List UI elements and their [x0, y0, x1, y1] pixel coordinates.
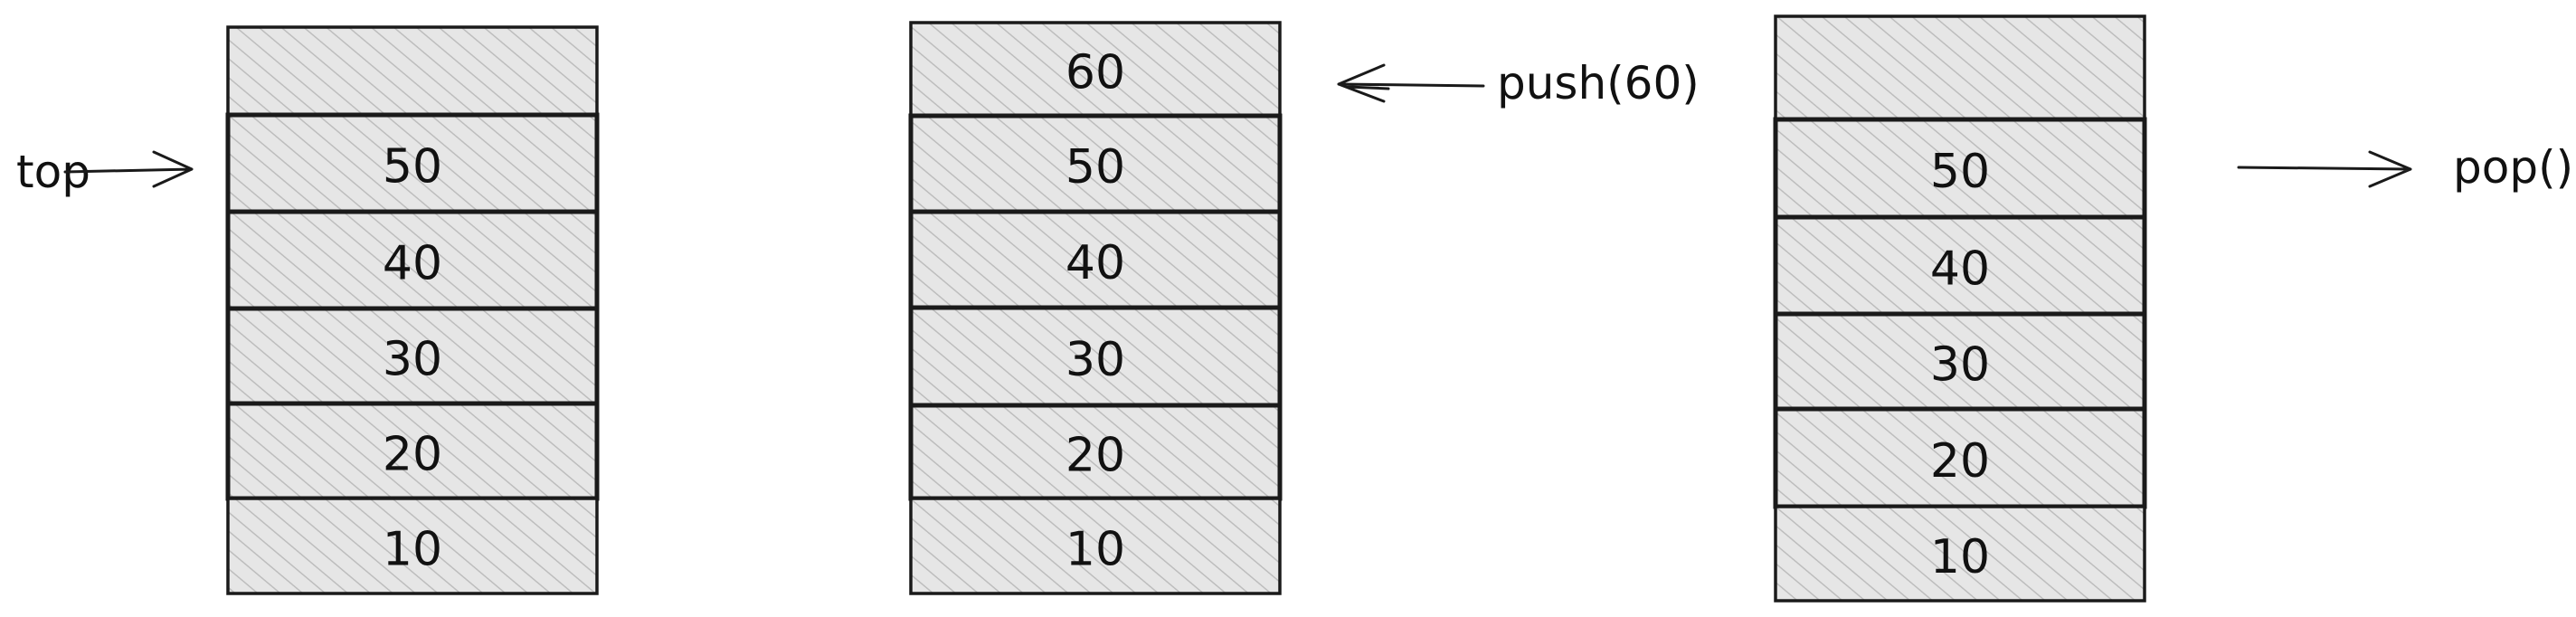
pop-operation: pop()	[2237, 141, 2573, 194]
stack-3-cell-3: 40	[1773, 214, 2147, 317]
pop-label: pop()	[2453, 141, 2573, 194]
stack-cell-box	[1774, 505, 2146, 603]
stack-cell-box	[225, 112, 600, 214]
stack-cell-box	[226, 25, 599, 117]
stack-cell-box	[909, 21, 1282, 118]
push-label: push(60)	[1497, 57, 1700, 109]
top-arrow-icon	[63, 150, 194, 188]
stack-cell-value: 30	[383, 333, 442, 387]
stack-cell-value: 20	[1930, 434, 1990, 489]
pop-arrow-icon	[2237, 150, 2412, 188]
stack-1-cell-6: 10	[226, 497, 599, 595]
stack-cell-value: 30	[1930, 338, 1990, 393]
stack-cell-value: 60	[1065, 46, 1125, 100]
push-operation: push(60)	[1337, 57, 1700, 109]
stack-cell-value: 10	[1930, 530, 1990, 584]
stack-cell-value: 40	[1930, 242, 1990, 297]
stack-1-cell-4: 30	[225, 306, 600, 406]
stack-cell-value: 50	[1065, 140, 1125, 195]
stack-cell-box	[226, 497, 599, 595]
stack-1-cell-2: 50	[225, 112, 600, 214]
stack-cell-box	[1773, 311, 2147, 412]
stack-2-cell-5: 20	[908, 403, 1283, 501]
stack-after-pop: 50 40 30 20 10	[1773, 14, 2147, 603]
push-arrow-icon	[1337, 63, 1485, 103]
stack-cell-box	[909, 497, 1282, 595]
stack-cell-value: 50	[383, 140, 442, 195]
stack-cell-value: 10	[383, 523, 442, 577]
stack-cell-value: 40	[383, 237, 442, 291]
stack-3-cell-5: 20	[1773, 406, 2147, 509]
stack-cell-value: 40	[1065, 236, 1125, 290]
stack-1-cell-5: 20	[225, 401, 600, 501]
stack-2-cell-2: 50	[908, 113, 1283, 214]
stack-cell-box	[1774, 14, 2146, 121]
stack-3-cell-2: 50	[1773, 117, 2147, 220]
stack-3-cell-6: 10	[1774, 505, 2146, 603]
stack-2-cell-6: 10	[909, 497, 1282, 595]
stack-cell-value: 20	[383, 428, 442, 482]
stack-1-cell-1	[226, 25, 599, 117]
stack-3-cell-1	[1774, 14, 2146, 121]
stack-cell-box	[908, 209, 1283, 310]
stack-cell-box	[1773, 117, 2147, 220]
stack-1-cell-3: 40	[225, 209, 600, 311]
stack-cell-value: 10	[1065, 523, 1125, 577]
stack-cell-box	[908, 403, 1283, 501]
stack-cell-value: 30	[1065, 333, 1125, 387]
top-pointer: top	[16, 146, 194, 198]
stack-cell-box	[225, 209, 600, 311]
stack-3-cell-4: 30	[1773, 311, 2147, 412]
stack-2-cell-4: 30	[908, 305, 1283, 408]
stack-cell-value: 50	[1930, 145, 1990, 199]
stack-before: 50 40 30 20 10	[225, 25, 600, 595]
stack-after-push: 60 50 40 30 20 10	[908, 21, 1283, 595]
stack-cell-box	[225, 401, 600, 501]
stack-2-cell-3: 40	[908, 209, 1283, 310]
stack-2-cell-1: 60	[909, 21, 1282, 118]
stack-cell-value: 20	[1065, 429, 1125, 483]
